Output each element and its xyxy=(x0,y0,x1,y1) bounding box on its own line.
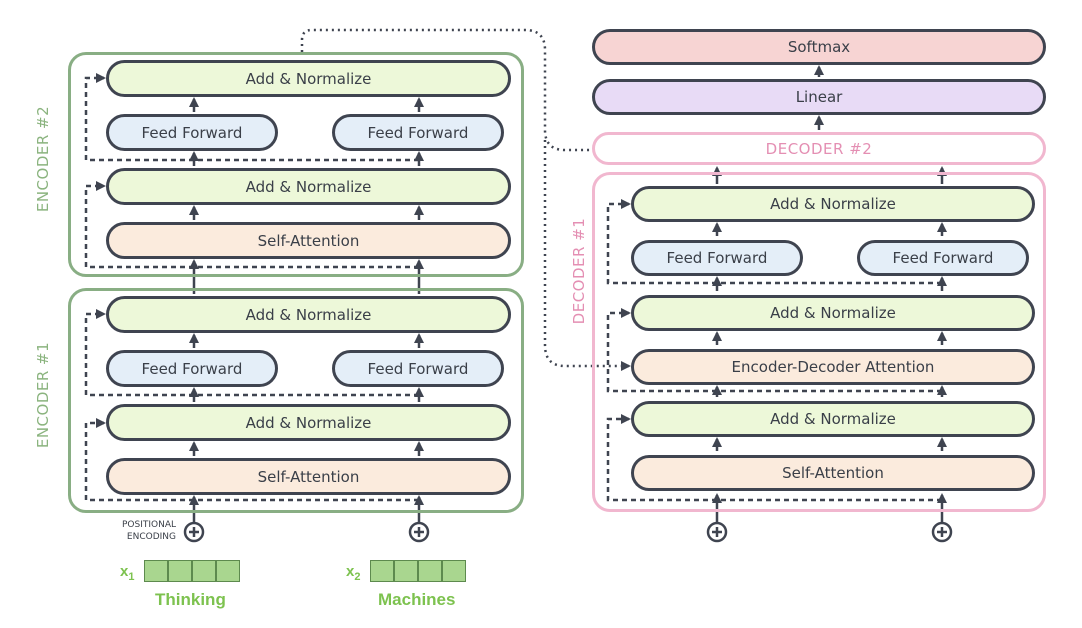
encoder-2-add-normalize-top: Add & Normalize xyxy=(106,60,511,97)
softmax-layer: Softmax xyxy=(592,29,1046,65)
positional-encoding-label: POSITIONAL ENCODING xyxy=(96,519,176,543)
encoder-2-self-attention: Self-Attention xyxy=(106,222,511,259)
encoder-1-container xyxy=(68,288,524,513)
arrows-layer xyxy=(84,28,953,543)
connector-19 xyxy=(84,73,419,162)
input-1-subscript: 1 xyxy=(128,571,135,583)
decoder-1-add-normalize-1: Add & Normalize xyxy=(631,401,1035,437)
input-1-symbol: x1 xyxy=(120,563,134,583)
decoder-1-feed-forward-left: Feed Forward xyxy=(631,240,803,276)
connector-52 xyxy=(543,140,631,371)
encoder-1-feed-forward-right: Feed Forward xyxy=(332,350,504,387)
connector-47 xyxy=(606,308,942,393)
connector-51 xyxy=(300,28,631,155)
input-2-embedding xyxy=(370,560,466,582)
encoder-2-label: ENCODER #2 xyxy=(34,105,52,213)
encoder-2-add-normalize-bottom: Add & Normalize xyxy=(106,168,511,205)
decoder-1-feed-forward-right: Feed Forward xyxy=(857,240,1029,276)
encoder-2-feed-forward-right: Feed Forward xyxy=(332,114,504,151)
connector-18 xyxy=(84,181,419,269)
positional-encoding-line-1: POSITIONAL xyxy=(121,520,176,530)
encoder-2-container xyxy=(68,52,524,277)
encoder-1-self-attention: Self-Attention xyxy=(106,458,511,495)
encoder-1-add-normalize-bottom: Add & Normalize xyxy=(106,404,511,441)
input-2-word: Machines xyxy=(378,590,456,609)
connector-46 xyxy=(606,414,942,502)
input-1-x: x xyxy=(120,563,129,580)
input-2-symbol: x2 xyxy=(346,563,360,583)
encoder-1-feed-forward-left: Feed Forward xyxy=(106,350,278,387)
connector-16 xyxy=(84,418,419,502)
encoder-1-label: ENCODER #1 xyxy=(34,341,52,449)
encoder-2-feed-forward-left: Feed Forward xyxy=(106,114,278,151)
input-1-word: Thinking xyxy=(155,590,226,609)
input-2-x: x xyxy=(346,563,355,580)
decoder-1-add-normalize-2: Add & Normalize xyxy=(631,295,1035,331)
positional-encoding-line-2: ENCODING xyxy=(126,532,176,542)
decoder-1-container xyxy=(592,172,1046,512)
connector-17 xyxy=(84,309,419,397)
decoder-2-box: DECODER #2 xyxy=(592,132,1046,165)
decoder-1-add-normalize-3: Add & Normalize xyxy=(631,186,1035,222)
connector-48 xyxy=(606,199,942,285)
decoder-1-label: DECODER #1 xyxy=(570,217,588,325)
decoder-1-encoder-decoder-attention: Encoder-Decoder Attention xyxy=(631,349,1035,385)
decoder-1-self-attention: Self-Attention xyxy=(631,455,1035,491)
linear-layer: Linear xyxy=(592,79,1046,115)
encoder-1-add-normalize-top: Add & Normalize xyxy=(106,296,511,333)
input-2-subscript: 2 xyxy=(354,571,361,583)
input-1-embedding xyxy=(144,560,240,582)
